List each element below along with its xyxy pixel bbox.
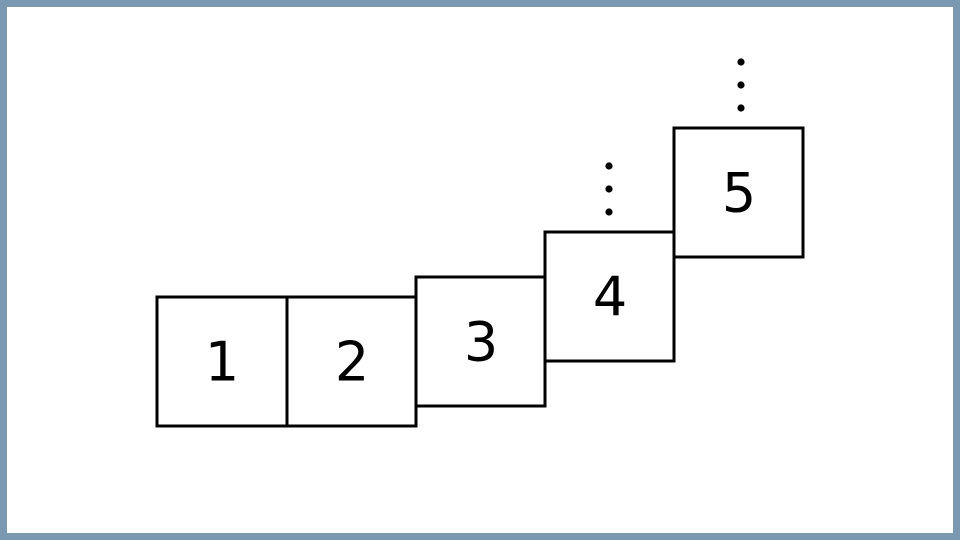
box-5-label: 5 <box>722 162 756 225</box>
box-4: 4 <box>543 230 676 363</box>
continuation-dots-above-box-5 <box>737 58 745 112</box>
box-1-label: 1 <box>205 331 239 394</box>
box-4-label: 4 <box>593 266 627 329</box>
continuation-dots-above-box-4 <box>605 162 613 216</box>
box-2: 2 <box>285 295 418 428</box>
box-1: 1 <box>155 295 289 428</box>
box-5: 5 <box>672 126 805 259</box>
box-2-label: 2 <box>335 331 369 394</box>
box-3: 3 <box>414 275 547 408</box>
box-3-label: 3 <box>464 311 498 374</box>
